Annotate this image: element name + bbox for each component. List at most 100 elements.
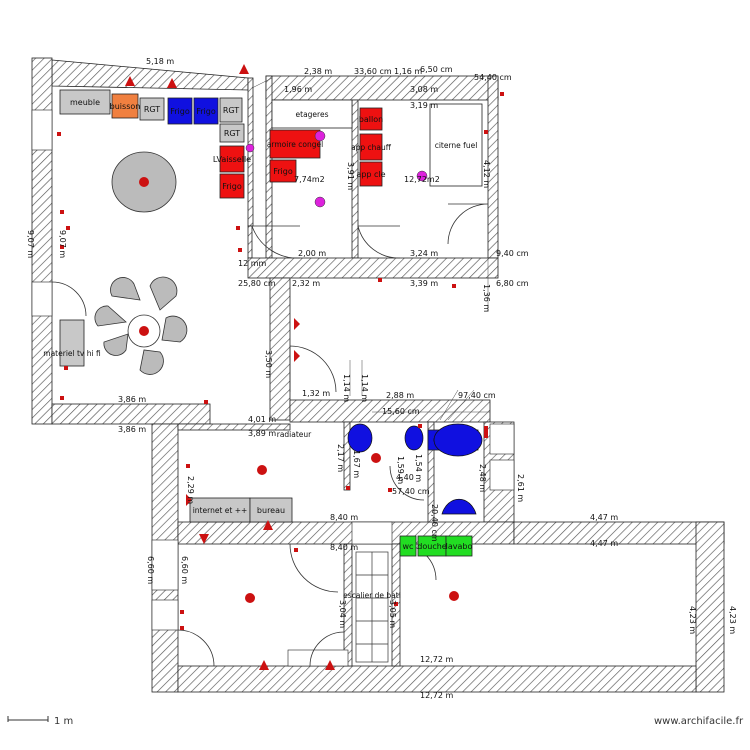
window [351,521,393,545]
furniture-f14[interactable]: app chauff [351,133,392,161]
furniture-f8[interactable]: LVaisselle [213,145,251,173]
dimension-label: 9,40 cm [496,249,529,258]
dimension-label: 25,80 cm [238,279,276,288]
furniture-box[interactable] [59,319,85,367]
furniture-box[interactable] [269,129,321,159]
furniture-label: app cle [356,170,385,179]
window [151,539,179,591]
furniture-box[interactable] [359,133,383,161]
furniture-box[interactable] [269,159,297,183]
furniture-box[interactable] [189,497,251,523]
outlet-triangle-icon [259,660,269,670]
furniture-box[interactable] [219,173,245,199]
door-swing[interactable] [289,543,339,593]
furniture-box[interactable] [219,97,243,123]
toilet-bowl[interactable] [347,423,373,453]
furniture-f3[interactable]: RGT [139,97,165,121]
furniture-box[interactable] [429,103,483,187]
wall [51,403,211,425]
wall [289,399,491,423]
furniture-label: RGT [144,105,160,114]
furniture-box[interactable] [445,535,473,557]
window [31,281,53,317]
window [287,649,349,667]
dimension-label: 1,54 m [414,454,423,482]
furniture-f22[interactable]: wc [399,535,417,557]
furniture-label: meuble [70,98,100,107]
furniture-label: app chauff [351,143,392,152]
furniture-f19[interactable]: bureau [249,497,293,523]
dimension-label: 3,50 m [264,350,273,378]
furniture-f10[interactable]: armoire congel [267,129,323,159]
furniture-f12[interactable]: etageres [271,99,353,129]
furniture-f24[interactable]: lavabo [445,535,473,557]
furniture-f9[interactable]: Frigo [219,173,245,199]
window [151,599,179,631]
furniture-f4[interactable]: Frigo [167,97,193,125]
door-swing[interactable] [51,281,87,317]
switch-icon [484,426,488,438]
furniture-f1[interactable]: meuble [59,89,111,115]
switch-icon [394,602,398,606]
furniture-box[interactable] [271,99,353,129]
furniture-box[interactable] [139,97,165,121]
furniture-box[interactable] [59,89,111,115]
furniture-f6[interactable]: RGT [219,97,243,123]
bath-tub[interactable] [433,423,483,457]
furniture-box[interactable] [399,535,417,557]
area-labels: 7,74m2 12,72m2 [294,175,440,184]
wall [513,521,725,545]
outlet-triangle-icon [294,350,300,362]
furniture-f2[interactable]: buisson [110,93,141,119]
furniture-box[interactable] [359,107,383,131]
outlet-triangle-icon [325,660,335,670]
outlet-triangle-icon [263,520,273,530]
furniture-box[interactable] [359,161,383,187]
furniture-f13[interactable]: ballon [359,107,383,131]
light-icon [449,591,459,601]
door-swing[interactable] [389,465,425,501]
door-swing[interactable] [447,203,489,245]
door-swing[interactable] [177,629,215,667]
furniture-box[interactable] [111,93,139,119]
furniture-box[interactable] [249,497,293,523]
dimension-label: 2,00 m [298,249,326,258]
furniture-label: Frigo [273,167,293,176]
area-label: 12,72m2 [404,175,440,184]
chair [161,315,188,343]
shower-basin[interactable] [441,498,477,515]
dimension-label: 9,07 m [58,230,67,258]
switch-icon [64,366,68,370]
doors [51,203,489,667]
furniture-f25[interactable]: escalier de bati [336,586,408,604]
furniture-box[interactable] [193,97,219,125]
door-swing[interactable] [357,225,401,259]
door-swing[interactable] [309,631,345,667]
furniture-f18[interactable]: internet et ++ [189,497,251,523]
furniture-label: Frigo [170,107,190,116]
furniture-f7[interactable]: RGT [219,123,245,143]
brand-link[interactable]: www.archifacile.fr [654,716,744,727]
chair [94,305,127,327]
furniture-f16[interactable]: citerne fuel [429,103,483,187]
furniture-box[interactable] [219,123,245,143]
dimension-label: 97,40 cm [458,391,496,400]
furniture-f17[interactable]: materiel tv hi fi [43,319,101,367]
furniture-label: buisson [110,102,141,111]
area-label: 7,74m2 [294,175,325,184]
furniture-f20[interactable]: radiateur [276,430,312,439]
door-swing[interactable] [251,225,301,259]
dimension-label: 2,32 m [292,279,320,288]
door-swing[interactable] [289,345,337,393]
socket-icon [314,130,326,142]
furniture-label: wc [403,542,414,551]
dimension-label: 6,60 m [146,556,155,584]
furniture-f15[interactable]: app cle [356,161,386,187]
furniture-box[interactable] [219,145,245,173]
dimension-label: 3,86 m [118,395,146,404]
furniture-f11[interactable]: Frigo [269,159,297,183]
sink-bowl[interactable] [404,425,424,451]
switch-icon [186,464,190,468]
furniture-f5[interactable]: Frigo [193,97,219,125]
furniture-box[interactable] [167,97,193,125]
